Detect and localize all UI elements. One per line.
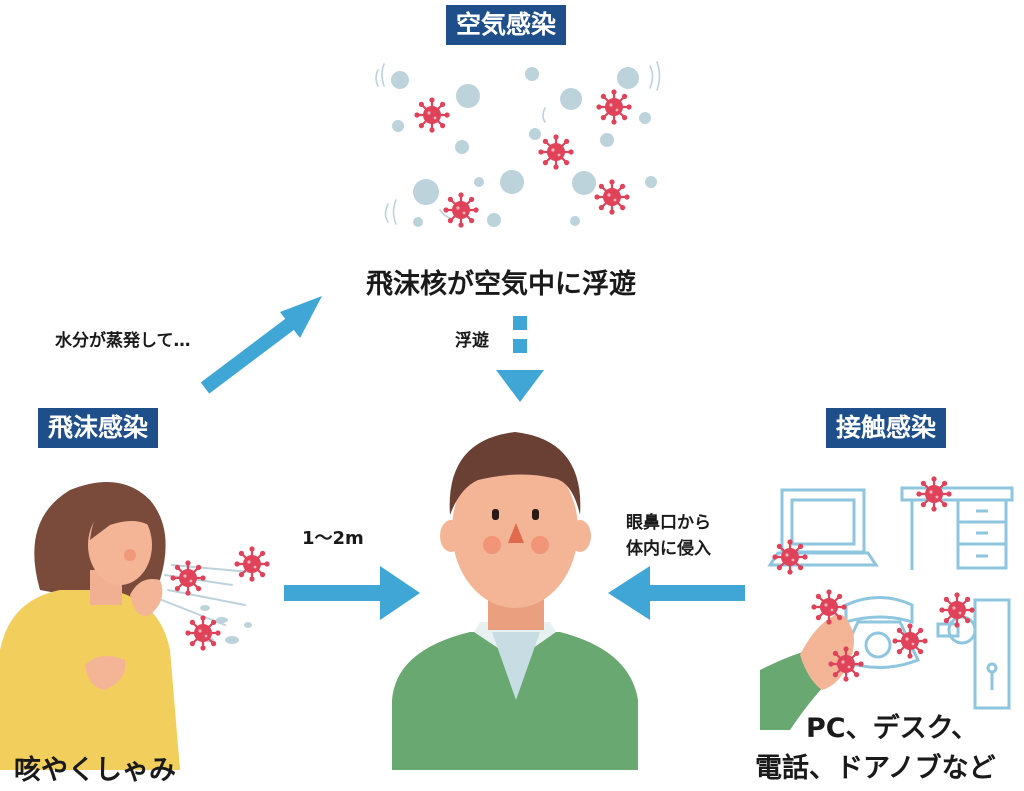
contact-infection-label: 接触感染 <box>826 408 947 448</box>
motion-lines <box>375 61 661 225</box>
virus-icon <box>184 614 222 652</box>
woman-figure <box>0 482 180 770</box>
virus-icon <box>593 178 631 216</box>
floating-arrow <box>496 316 544 402</box>
droplet-infection-label: 飛沫感染 <box>38 408 159 448</box>
virus-icon <box>413 96 451 134</box>
laptop-icon <box>767 488 879 567</box>
man-figure <box>392 432 638 770</box>
virus-icon <box>891 622 929 660</box>
doorknob-icon <box>936 598 1011 710</box>
cough-viruses <box>169 545 271 652</box>
cough-spray <box>161 564 251 626</box>
airborne-viruses <box>413 88 633 229</box>
virus-icon <box>537 133 575 171</box>
cough-caption: 咳やくしゃみ <box>14 755 176 786</box>
desk-icon <box>900 486 1014 570</box>
airborne-particles <box>391 67 657 227</box>
airborne-infection-label: 空気感染 <box>446 5 567 45</box>
virus-icon <box>938 591 976 629</box>
virus-icon <box>915 475 953 513</box>
distance-caption: 1～2m <box>302 528 364 549</box>
virus-icon <box>169 559 207 597</box>
evaporation-arrow <box>200 296 322 394</box>
evaporation-caption: 水分が蒸発して… <box>55 331 191 351</box>
entry-caption-line1: 眼鼻口から <box>626 513 711 533</box>
virus-icon <box>827 645 865 683</box>
objects-caption-line2: 電話、ドアノブなど <box>755 753 996 784</box>
virus-icon <box>442 191 480 229</box>
virus-icon <box>233 545 271 583</box>
virus-icon <box>810 588 848 626</box>
objects-caption-line1: PC、デスク、 <box>806 713 979 744</box>
droplet-nuclei-caption: 飛沫核が空気中に浮遊 <box>366 269 636 300</box>
virus-icon <box>771 538 809 576</box>
floating-caption: 浮遊 <box>455 331 489 351</box>
virus-icon <box>595 88 633 126</box>
entry-caption-line2: 体内に侵入 <box>626 539 711 559</box>
cough-droplets <box>200 605 252 644</box>
droplet-arrow <box>284 566 420 620</box>
contact-arrow <box>608 566 745 620</box>
